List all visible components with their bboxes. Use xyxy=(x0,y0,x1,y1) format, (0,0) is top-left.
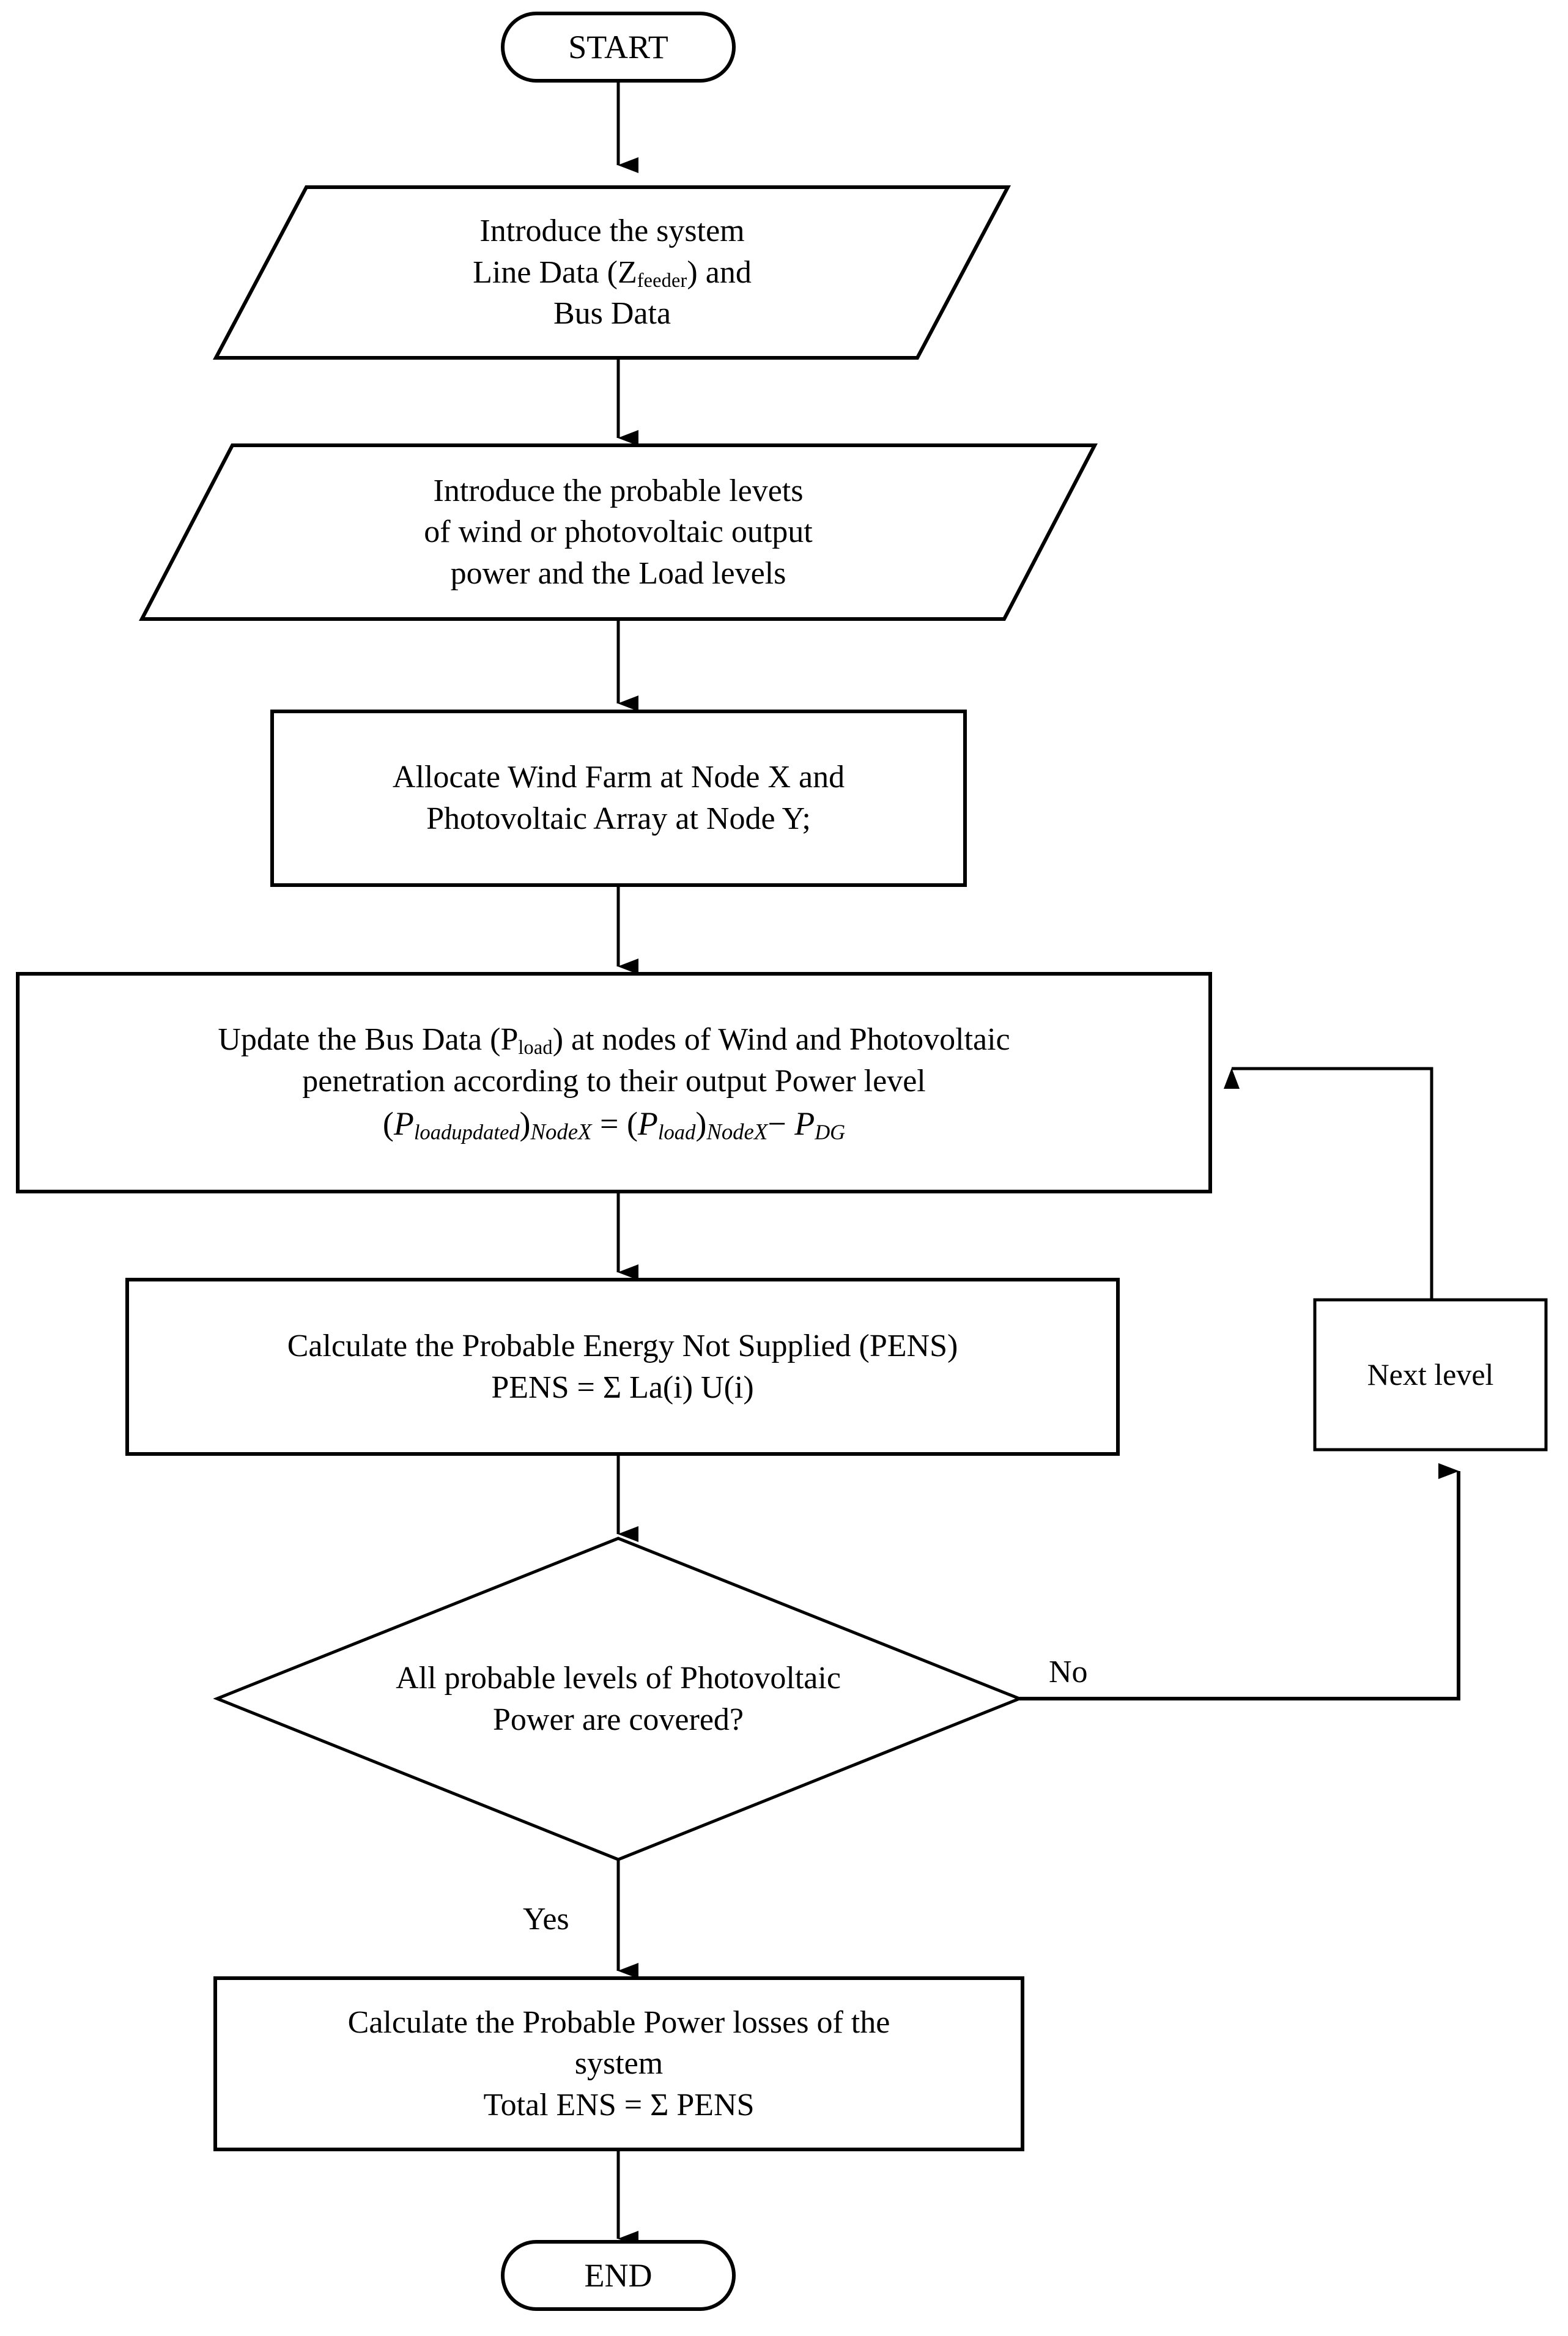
node-next-level-label: Next level xyxy=(1315,1300,1546,1450)
equation-rhs-open: ( xyxy=(626,1105,638,1142)
input-system-line-2-subscript: feeder xyxy=(637,269,687,291)
input-system-line-2-pre: Line Data (Z xyxy=(473,254,637,290)
equation-lhs-node: NodeX xyxy=(530,1118,592,1144)
update-bus-line-1: Update the Bus Data (Pload) at nodes of … xyxy=(218,1019,1010,1061)
update-bus-line-2: penetration according to their output Po… xyxy=(302,1063,926,1099)
update-bus-line-1-pre: Update the Bus Data (P xyxy=(218,1022,519,1057)
input-system-line-2-post: ) and xyxy=(687,254,752,290)
node-end-label: END xyxy=(503,2242,734,2309)
equation-rhs-node: NodeX xyxy=(706,1118,768,1144)
update-bus-line-1-post: ) at nodes of Wind and Photovoltaic xyxy=(552,1022,1010,1057)
edge-label-no: No xyxy=(1049,1655,1088,1689)
allocate-line-1: Allocate Wind Farm at Node X and xyxy=(392,760,845,795)
equation-lhs-open: ( xyxy=(382,1105,394,1142)
node-input-levels-label: Introduce the probable levets of wind or… xyxy=(232,445,1004,619)
calc-pens-line-1: Calculate the Probable Energy Not Suppli… xyxy=(287,1328,958,1363)
update-bus-equation: (Ploadupdated)NodeX = (Pload)NodeX− PDG xyxy=(383,1102,845,1147)
node-update-bus-label: Update the Bus Data (Pload) at nodes of … xyxy=(18,974,1210,1192)
equation-lhs-var: P xyxy=(393,1105,414,1142)
next-level-label-text: Next level xyxy=(1367,1357,1494,1392)
decision-line-2: Power are covered? xyxy=(493,1702,744,1737)
equation-rhs-subscript: load xyxy=(657,1121,696,1144)
equation-minus-operator: − xyxy=(767,1105,786,1142)
update-bus-line-1-subscript: load xyxy=(518,1036,553,1059)
input-levels-line-1: Introduce the probable levets xyxy=(433,473,804,508)
end-label-text: END xyxy=(584,2256,653,2294)
input-levels-line-3: power and the Load levels xyxy=(450,555,786,591)
input-system-line-3: Bus Data xyxy=(553,296,671,332)
node-decision-label: All probable levels of Photovoltaic Powe… xyxy=(217,1645,1019,1752)
node-allocate-label: Allocate Wind Farm at Node X and Photovo… xyxy=(272,711,965,885)
equation-rhs-close: ) xyxy=(695,1105,707,1142)
equation-rhs2-subscript: DG xyxy=(815,1121,846,1144)
equation-rhs2-var: P xyxy=(794,1105,815,1142)
allocate-line-2: Photovoltaic Array at Node Y; xyxy=(426,801,811,836)
input-system-line-2: Line Data (Zfeeder) and xyxy=(473,252,752,294)
equation-lhs-close: ) xyxy=(519,1105,531,1142)
edge-next-level-to-update-bus xyxy=(1224,1067,1433,1300)
edge-label-yes: Yes xyxy=(523,1902,569,1937)
equation-lhs-subscript: loadupdated xyxy=(413,1121,520,1144)
calc-losses-line-2: system xyxy=(574,2046,664,2082)
node-start-label: START xyxy=(503,13,734,81)
calc-pens-line-2: PENS = Σ La(i) U(i) xyxy=(491,1370,754,1405)
calc-losses-line-3: Total ENS = Σ PENS xyxy=(483,2087,755,2123)
calc-losses-line-1: Calculate the Probable Power losses of t… xyxy=(347,2004,890,2040)
node-calc-pens-label: Calculate the Probable Energy Not Suppli… xyxy=(127,1280,1118,1454)
equation-rhs-var: P xyxy=(637,1105,658,1142)
input-levels-line-2: of wind or photovoltaic output xyxy=(424,514,813,550)
decision-line-1: All probable levels of Photovoltaic xyxy=(396,1660,841,1696)
start-label-text: START xyxy=(568,28,668,65)
input-system-line-1: Introduce the system xyxy=(479,213,745,248)
node-input-system-label: Introduce the system Line Data (Zfeeder)… xyxy=(306,187,918,358)
equation-equals-operator: = xyxy=(599,1105,619,1142)
node-calc-losses-label: Calculate the Probable Power losses of t… xyxy=(215,1978,1023,2149)
